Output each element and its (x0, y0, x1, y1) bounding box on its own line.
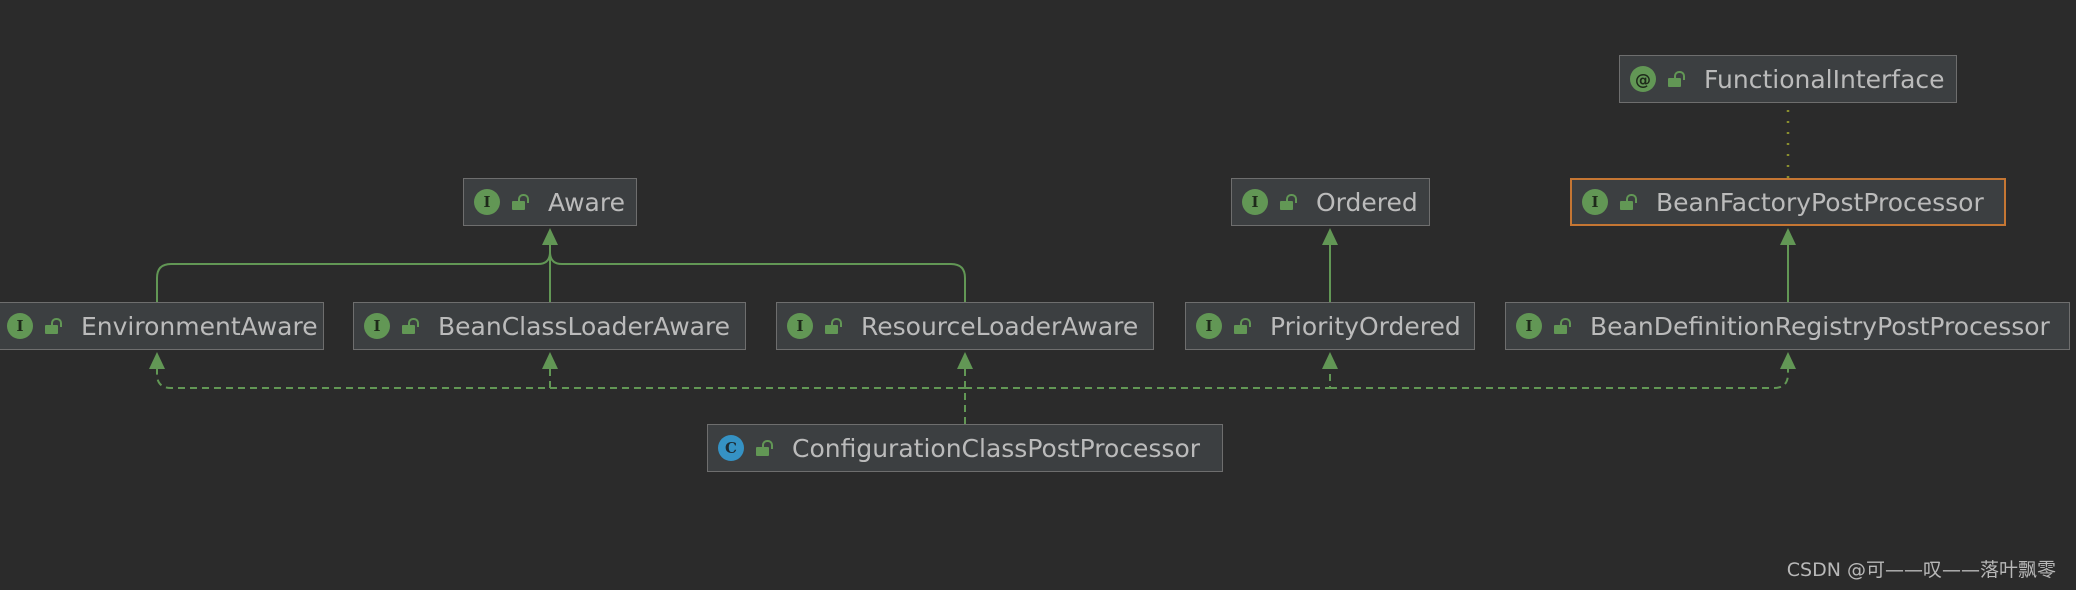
edge-ccpp-to-priorityordered (965, 356, 1331, 389)
lock-icon (402, 318, 416, 334)
node-resource-loader-aware[interactable]: I ResourceLoaderAware (776, 302, 1154, 350)
node-label: BeanClassLoaderAware (438, 311, 731, 341)
node-label: ConfigurationClassPostProcessor (792, 433, 1201, 463)
node-functional-interface[interactable]: @ FunctionalInterface (1619, 55, 1957, 103)
node-label: FunctionalInterface (1704, 64, 1945, 94)
lock-icon (1554, 318, 1568, 334)
lock-icon (825, 318, 839, 334)
arrowhead-ordered (1322, 228, 1338, 245)
edge-ccpp-to-environmentaware (156, 356, 965, 389)
node-bean-definition-registry-post-processor[interactable]: I BeanDefinitionRegistryPostProcessor (1505, 302, 2070, 350)
interface-badge-icon: I (1516, 313, 1542, 339)
node-environment-aware[interactable]: I EnvironmentAware (0, 302, 324, 350)
node-label: Ordered (1316, 187, 1418, 217)
lock-icon (1280, 194, 1294, 210)
arrowhead-resourceloaderaware (957, 352, 973, 369)
node-priority-ordered[interactable]: I PriorityOrdered (1185, 302, 1475, 350)
interface-badge-icon: I (1242, 189, 1268, 215)
node-bean-factory-post-processor[interactable]: I BeanFactoryPostProcessor (1570, 178, 2006, 226)
edge-resourceloaderaware-to-aware (549, 251, 966, 302)
node-label: ResourceLoaderAware (861, 311, 1139, 341)
node-aware[interactable]: I Aware (463, 178, 637, 226)
annotation-badge-icon: @ (1630, 66, 1656, 92)
arrowhead-environmentaware (149, 352, 165, 369)
lock-icon (756, 440, 770, 456)
lock-icon (512, 194, 526, 210)
interface-badge-icon: I (1582, 189, 1608, 215)
watermark: CSDN @可——叹——落叶飘零 (1786, 559, 2056, 581)
lock-icon (45, 318, 59, 334)
lock-icon (1620, 194, 1634, 210)
class-badge-icon: C (718, 435, 744, 461)
node-label: BeanDefinitionRegistryPostProcessor (1590, 311, 2050, 341)
edge-environmentaware-to-aware (156, 230, 551, 302)
node-label: PriorityOrdered (1270, 311, 1461, 341)
interface-badge-icon: I (7, 313, 33, 339)
lock-icon (1668, 71, 1682, 87)
interface-badge-icon: I (364, 313, 390, 339)
node-bean-class-loader-aware[interactable]: I BeanClassLoaderAware (353, 302, 746, 350)
node-label: BeanFactoryPostProcessor (1656, 187, 1984, 217)
node-label: Aware (548, 187, 625, 217)
interface-badge-icon: I (1196, 313, 1222, 339)
edge-ccpp-to-bdrpp (1330, 356, 1789, 389)
arrowhead-aware (542, 228, 558, 245)
arrowhead-priorityordered (1322, 352, 1338, 369)
arrowhead-beanclassloaderaware (542, 352, 558, 369)
arrowhead-bdrpp (1780, 352, 1796, 369)
lock-icon (1234, 318, 1248, 334)
arrowhead-bfpp (1780, 228, 1796, 245)
node-label: EnvironmentAware (81, 311, 318, 341)
interface-badge-icon: I (474, 189, 500, 215)
interface-badge-icon: I (787, 313, 813, 339)
node-configuration-class-post-processor[interactable]: C ConfigurationClassPostProcessor (707, 424, 1223, 472)
node-ordered[interactable]: I Ordered (1231, 178, 1430, 226)
